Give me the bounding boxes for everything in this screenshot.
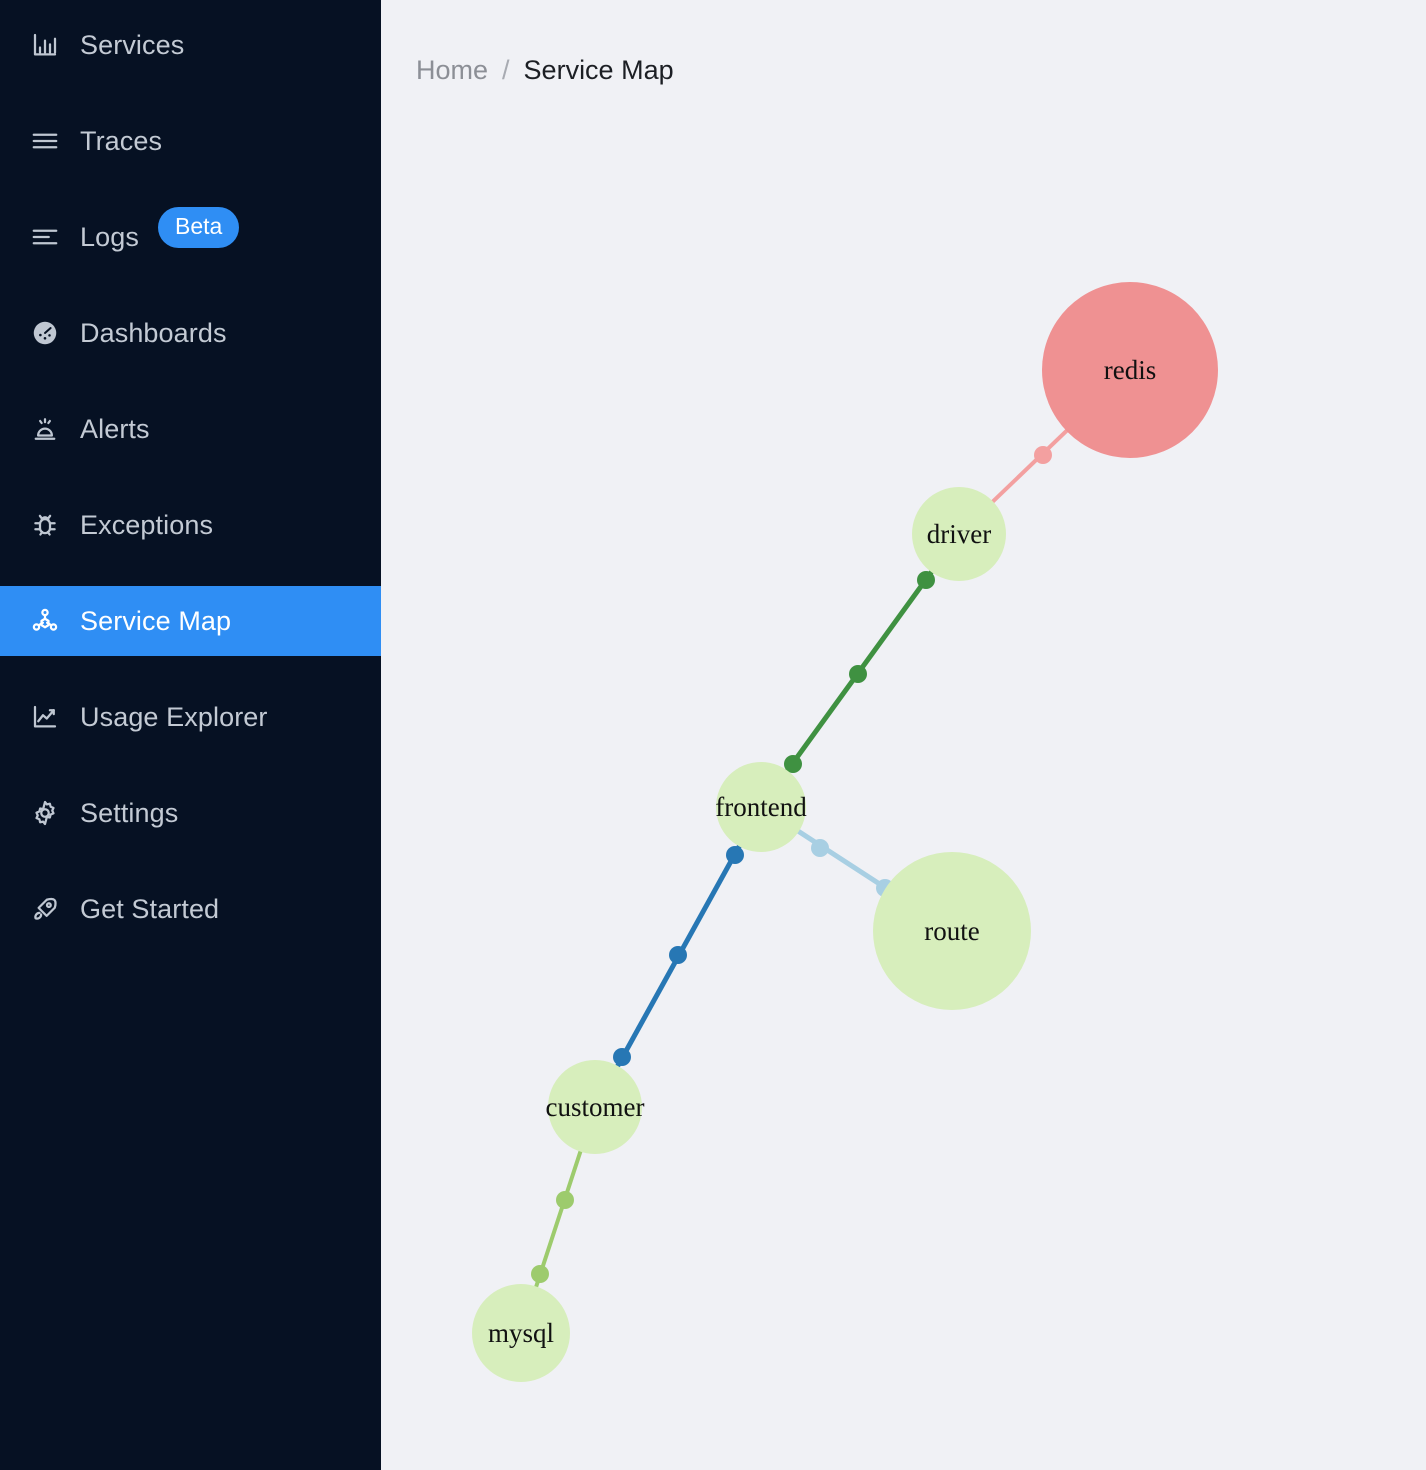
sidebar-item-services[interactable]: Services	[0, 10, 381, 80]
service-node-frontend[interactable]: frontend	[715, 762, 807, 852]
sidebar-item-label: Traces	[80, 125, 163, 156]
line-chart-icon	[28, 700, 62, 734]
service-node-circle[interactable]	[912, 487, 1006, 581]
service-node-label: route	[924, 916, 979, 946]
service-node-driver[interactable]: driver	[912, 487, 1006, 581]
service-node-circle[interactable]	[716, 762, 806, 852]
edge-marker-dot	[811, 839, 829, 857]
breadcrumb-current-page: Service Map	[523, 55, 674, 85]
edge-marker-dot	[669, 946, 687, 964]
sidebar-item-alerts[interactable]: Alerts	[0, 394, 381, 464]
edge-marker-dot	[556, 1191, 574, 1209]
service-map-canvas[interactable]: redis driver frontend route customer mysql	[381, 0, 1426, 1470]
alarm-light-icon	[28, 412, 62, 446]
gear-icon	[28, 796, 62, 830]
bar-chart-icon	[28, 28, 62, 62]
sidebar-item-get-started[interactable]: Get Started	[0, 874, 381, 944]
edge-marker-dot	[849, 665, 867, 683]
sidebar-item-label: Settings	[80, 797, 179, 828]
edge-marker-dot	[917, 571, 935, 589]
sidebar-item-label: Usage Explorer	[80, 701, 268, 732]
menu-lines-icon	[28, 124, 62, 158]
service-node-circle[interactable]	[548, 1060, 642, 1154]
service-node-mysql[interactable]: mysql	[472, 1284, 570, 1382]
service-node-circle[interactable]	[472, 1284, 570, 1382]
sidebar-item-label: Get Started	[80, 893, 220, 924]
sidebar-item-label: Exceptions	[80, 509, 214, 540]
breadcrumb-home-link[interactable]: Home	[416, 55, 489, 85]
sidebar-item-label: Service Map	[80, 605, 232, 636]
gauge-icon	[28, 316, 62, 350]
service-node-label: driver	[927, 519, 991, 549]
sidebar-item-dashboards[interactable]: Dashboards	[0, 298, 381, 368]
rocket-icon	[28, 892, 62, 926]
edge-marker-dot	[613, 1048, 631, 1066]
sidebar-item-label: Dashboards	[80, 317, 227, 348]
edge-marker-dot	[784, 755, 802, 773]
sidebar-item-service-map[interactable]: Service Map	[0, 586, 381, 656]
service-node-label: customer	[546, 1092, 645, 1122]
sidebar-item-label: Logs	[80, 221, 139, 252]
service-node-label: redis	[1104, 355, 1156, 385]
service-node-circle[interactable]	[1042, 282, 1218, 458]
sidebar-item-logs[interactable]: Logs Beta	[0, 202, 381, 272]
service-node-route[interactable]: route	[873, 852, 1031, 1010]
logs-lines-icon	[28, 220, 62, 254]
node-graph-icon	[28, 604, 62, 638]
sidebar-item-exceptions[interactable]: Exceptions	[0, 490, 381, 560]
main-content: Home / Service Map redis driver frontend ro…	[381, 0, 1426, 1470]
service-node-redis[interactable]: redis	[1042, 282, 1218, 458]
sidebar-item-traces[interactable]: Traces	[0, 106, 381, 176]
edge-marker-dot	[726, 846, 744, 864]
edge-marker-dot	[1034, 446, 1052, 464]
sidebar-item-label: Services	[80, 29, 185, 60]
service-node-label: frontend	[715, 792, 807, 822]
bug-icon	[28, 508, 62, 542]
breadcrumb: Home / Service Map	[416, 55, 674, 86]
sidebar-item-label: Alerts	[80, 413, 150, 444]
service-node-circle[interactable]	[873, 852, 1031, 1010]
service-map-graph[interactable]: redis driver frontend route customer mysql	[381, 0, 1426, 1470]
sidebar-item-badge: Beta	[158, 207, 240, 248]
service-node-customer[interactable]: customer	[546, 1060, 645, 1154]
service-node-label: mysql	[488, 1318, 554, 1348]
breadcrumb-separator: /	[502, 55, 510, 85]
edge-marker-dot	[531, 1265, 549, 1283]
sidebar-item-settings[interactable]: Settings	[0, 778, 381, 848]
sidebar-item-usage-explorer[interactable]: Usage Explorer	[0, 682, 381, 752]
